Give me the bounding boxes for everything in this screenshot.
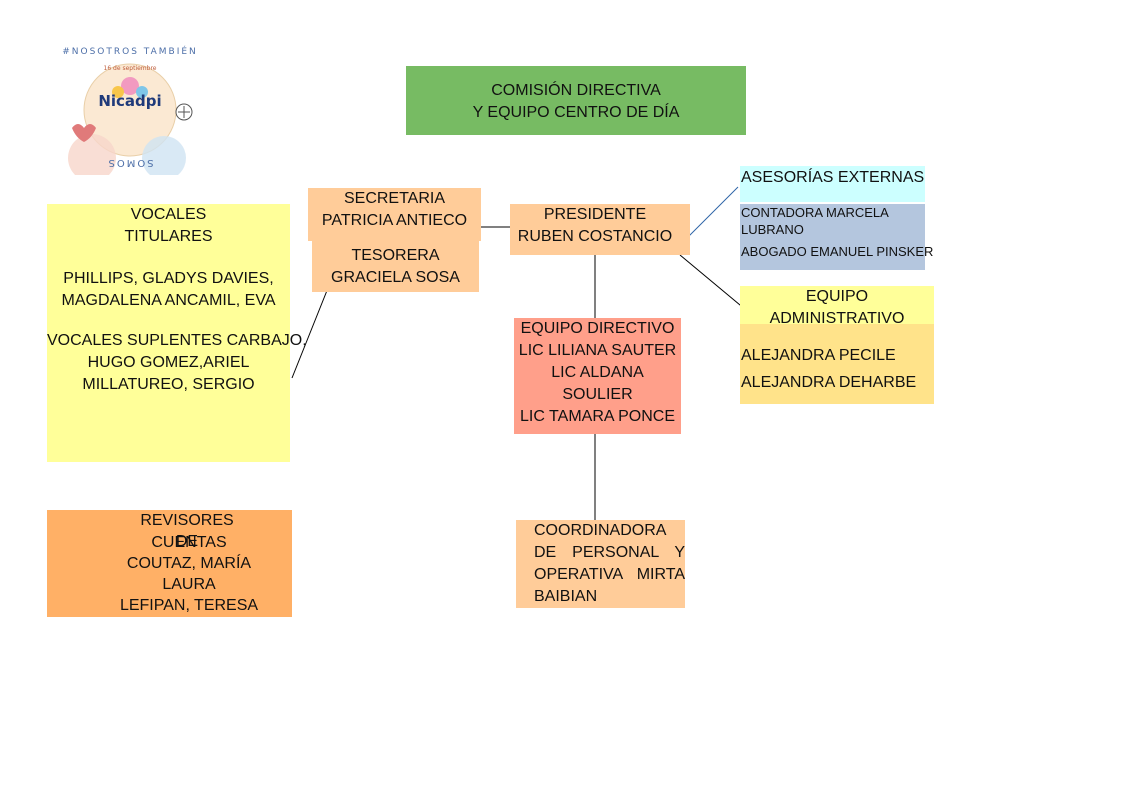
administrativo-heading-box: EQUIPO ADMINISTRATIVO xyxy=(740,286,934,324)
connector-presidente-asesorias xyxy=(688,186,739,237)
asesorias-heading: ASESORÍAS EXTERNAS xyxy=(741,169,925,186)
asesorias-contadora-2: LUBRANO xyxy=(741,222,804,237)
revisores-line-4: LAURA xyxy=(162,576,216,593)
logo-date: 16 de septiembre xyxy=(104,65,157,72)
tesorera-box: TESORERA GRACIELA SOSA xyxy=(312,241,479,292)
directivo-line-1: EQUIPO DIRECTIVO xyxy=(520,320,675,337)
connector-vocales-tesorera xyxy=(291,282,331,379)
directivo-line-3: LIC ALDANA xyxy=(551,364,644,381)
tesorera-name: GRACIELA SOSA xyxy=(331,269,460,286)
administrativo-member-2: ALEJANDRA DEHARBE xyxy=(741,374,917,391)
vocales-suplentes-3: MILLATUREO, SERGIO xyxy=(82,376,255,393)
title-line-2: Y EQUIPO CENTRO DE DÍA xyxy=(472,104,680,121)
directivo-box: EQUIPO DIRECTIVO LIC LILIANA SAUTER LIC … xyxy=(514,318,681,434)
administrativo-heading-2: ADMINISTRATIVO xyxy=(769,310,905,324)
asesorias-abogado: ABOGADO EMANUEL PINSKER xyxy=(741,244,934,259)
title-box: COMISIÓN DIRECTIVA Y EQUIPO CENTRO DE DÍ… xyxy=(406,66,746,135)
directivo-line-2: LIC LILIANA SAUTER xyxy=(518,342,677,359)
coordinadora-line-3: OPERATIVA MIRTA xyxy=(534,566,685,583)
vocales-heading-2: TITULARES xyxy=(124,228,213,245)
secretaria-name: PATRICIA ANTIECO xyxy=(321,212,468,229)
administrativo-member-1: ALEJANDRA PECILE xyxy=(741,347,896,364)
presidente-role: PRESIDENTE xyxy=(543,206,647,223)
vocales-titulares-2: MAGDALENA ANCAMIL, EVA xyxy=(61,292,276,309)
vocales-heading-1: VOCALES xyxy=(130,206,207,223)
presidente-box: PRESIDENTE RUBEN COSTANCIO xyxy=(510,204,690,255)
vocales-suplentes-2: HUGO GOMEZ,ARIEL xyxy=(87,354,250,371)
administrativo-members-box: ALEJANDRA PECILE ALEJANDRA DEHARBE xyxy=(740,324,934,404)
directivo-line-5: LIC TAMARA PONCE xyxy=(520,408,675,425)
vocales-box: VOCALES TITULARES PHILLIPS, GLADYS DAVIE… xyxy=(47,204,307,462)
coordinadora-line-1: COORDINADORA xyxy=(534,522,667,539)
connector-presidente-administrativo xyxy=(679,254,747,311)
coordinadora-line-2: DE PERSONAL Y xyxy=(534,544,685,561)
coordinadora-box: COORDINADORA DE PERSONAL Y OPERATIVA MIR… xyxy=(516,520,685,608)
logo-name: Nicadpi xyxy=(98,92,161,110)
vocales-titulares-1: PHILLIPS, GLADYS DAVIES, xyxy=(63,270,274,287)
administrativo-heading-1: EQUIPO xyxy=(805,288,869,305)
asesorias-heading-box: ASESORÍAS EXTERNAS xyxy=(740,166,925,202)
title-line-1: COMISIÓN DIRECTIVA xyxy=(491,82,661,99)
presidente-name: RUBEN COSTANCIO xyxy=(517,228,673,245)
directivo-line-4: SOULIER xyxy=(562,386,633,403)
revisores-line-5: LEFIPAN, TERESA xyxy=(119,597,259,614)
nicadpi-logo: 16 de septiembre Nicadpi #NOSOTROS TAMBI… xyxy=(62,40,202,182)
logo-arc-top: #NOSOTROS TAMBIÉN xyxy=(62,45,198,57)
revisores-line-2: CUENTAS xyxy=(151,534,227,551)
vocales-suplentes-1: VOCALES SUPLENTES CARBAJO, xyxy=(47,332,307,349)
revisores-line-3: COUTAZ, MARÍA xyxy=(126,555,252,572)
asesorias-members-box: CONTADORA MARCELA LUBRANO ABOGADO EMANUE… xyxy=(740,204,934,270)
secretaria-role: SECRETARIA xyxy=(343,190,446,207)
coordinadora-line-4: BAIBIAN xyxy=(534,588,598,605)
revisores-line-1: REVISORES DE xyxy=(140,512,234,550)
revisores-box: REVISORES DE CUENTAS COUTAZ, MARÍA LAURA… xyxy=(47,510,292,617)
asesorias-contadora-1: CONTADORA MARCELA xyxy=(741,205,889,220)
logo-arc-bottom: SOMOS xyxy=(106,157,153,168)
tesorera-role: TESORERA xyxy=(351,247,440,264)
secretaria-box: SECRETARIA PATRICIA ANTIECO xyxy=(308,188,481,241)
